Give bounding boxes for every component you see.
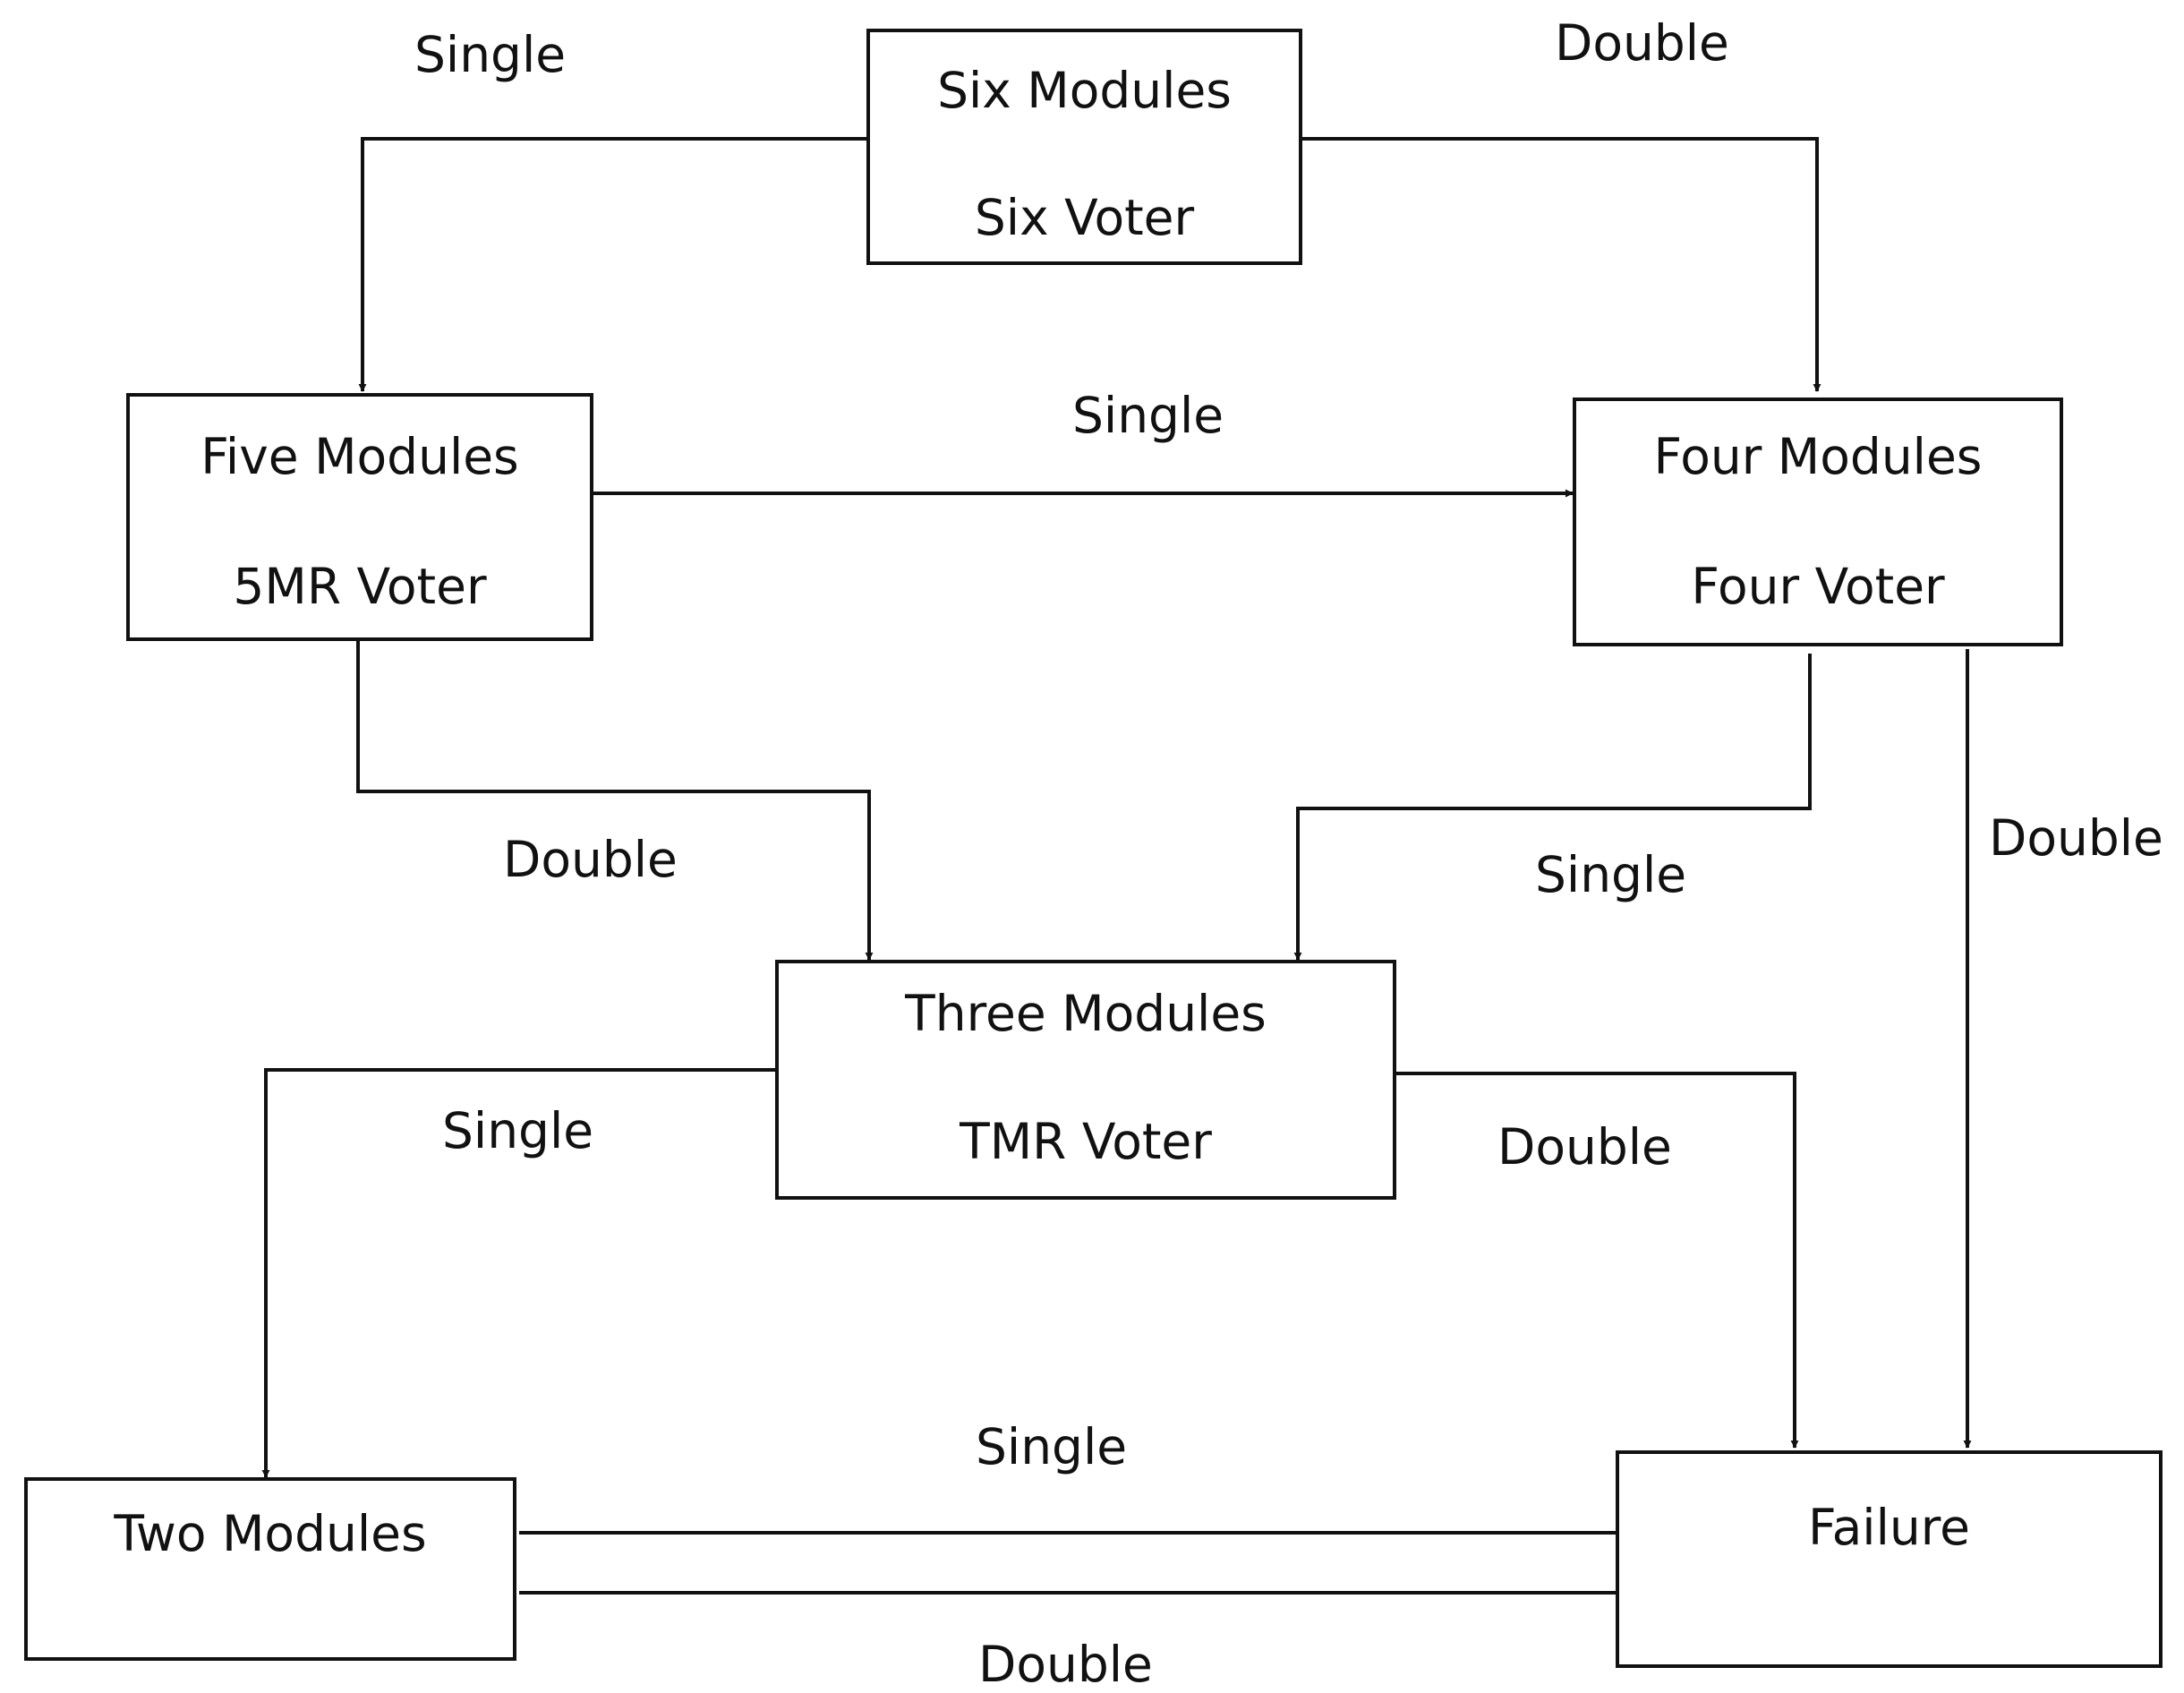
node-failure-line1: Failure [1808, 1499, 1970, 1556]
arrow-six-to-four [1302, 137, 1821, 392]
node-six-modules-line1: Six Modules [937, 62, 1232, 119]
label-five-to-three: Double [503, 831, 678, 888]
node-three-modules-line2: TMR Voter [960, 1113, 1212, 1170]
arrow-six-to-five [358, 137, 866, 392]
node-six-modules-line2: Six Voter [974, 189, 1195, 246]
node-four-modules-line1: Four Modules [1653, 428, 1983, 485]
arrow-three-to-two [261, 1068, 779, 1478]
label-five-to-four: Single [1072, 387, 1224, 444]
node-three-modules-line1: Three Modules [905, 985, 1267, 1042]
node-five-modules: Five Modules 5MR Voter [126, 393, 593, 641]
node-four-modules-line2: Four Voter [1691, 558, 1945, 615]
node-six-modules: Six Modules Six Voter [866, 29, 1302, 265]
node-two-modules-line1: Two Modules [114, 1505, 427, 1562]
arrow-five-to-three [356, 641, 874, 961]
label-four-to-three: Single [1535, 846, 1687, 903]
arrow-three-to-failure [1394, 1072, 1799, 1449]
arrow-four-to-three [1293, 654, 1812, 961]
node-three-modules: Three Modules TMR Voter [775, 960, 1396, 1200]
label-three-to-two: Single [442, 1102, 594, 1159]
node-five-modules-line2: 5MR Voter [233, 558, 487, 615]
label-six-to-five: Single [414, 26, 567, 83]
node-four-modules: Four Modules Four Voter [1573, 398, 2063, 646]
label-two-to-failure-double: Double [978, 1636, 1153, 1693]
node-two-modules: Two Modules [24, 1477, 516, 1661]
node-failure: Failure [1616, 1450, 2163, 1668]
label-three-to-failure: Double [1497, 1118, 1672, 1176]
label-six-to-four: Double [1555, 14, 1729, 72]
label-four-to-failure: Double [1989, 809, 2163, 867]
label-two-to-failure-single: Single [976, 1418, 1128, 1475]
node-five-modules-line1: Five Modules [200, 428, 519, 485]
